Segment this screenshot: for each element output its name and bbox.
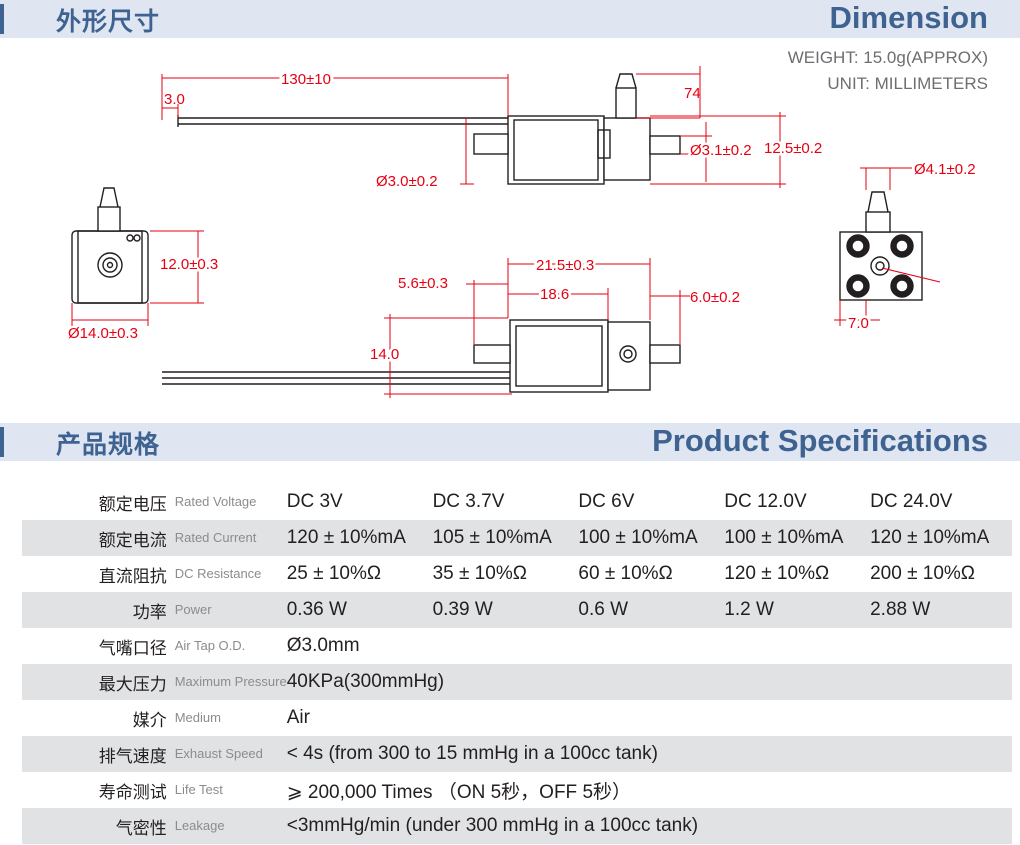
spec-label-en: Leakage xyxy=(174,818,225,833)
spec-label-cn: 直流阻抗 xyxy=(98,566,167,587)
dim-31: Ø3.1±0.2 xyxy=(690,142,752,159)
spec-label-cn: 额定电压 xyxy=(98,494,167,515)
dim-74: 74 xyxy=(684,85,701,102)
dim-60: 6.0±0.2 xyxy=(690,289,740,306)
specs-table: 额定电压 Rated Voltage DC 3V DC 3.7V DC 6V DC… xyxy=(22,484,1012,844)
dimension-drawing: 130±10 3.0 74 Ø3.1±0.2 12.5±0.2 Ø3.0±0.2… xyxy=(68,66,976,398)
dim-12: 12.0±0.3 xyxy=(160,256,218,273)
dim-14: Ø14.0±0.3 xyxy=(68,325,138,342)
spec-label-en: Medium xyxy=(174,710,221,725)
dim-215: 21.5±0.3 xyxy=(536,257,594,274)
side-view-drawing xyxy=(177,73,681,185)
spec-label-cn: 气密性 xyxy=(115,818,167,839)
spec-value: <3mmHg/min (under 300 mmHg in a 100cc ta… xyxy=(282,808,1012,844)
spec-row-air-tap: 气嘴口径 Air Tap O.D. Ø3.0mm xyxy=(22,628,1012,664)
spec-label-cn: 最大压力 xyxy=(98,674,167,695)
spec-value: 1.2 W xyxy=(720,592,867,628)
end-view-drawing xyxy=(71,187,149,304)
spec-label-cn: 气嘴口径 xyxy=(98,638,167,659)
banner-accent-bar xyxy=(0,427,4,457)
spec-value: DC 3.7V xyxy=(432,491,505,512)
spec-row-life-test: 寿命测试 Life Test ⩾ 200,000 Times （ON 5秒，OFF… xyxy=(22,772,1012,808)
spec-value: Air xyxy=(286,707,310,728)
specs-title-en: Product Specifications xyxy=(652,423,988,458)
dim-125: 12.5±0.2 xyxy=(764,140,822,157)
spec-row-power: 功率 Power 0.36 W 0.39 W 0.6 W 1.2 W 2.88 W xyxy=(22,592,1012,628)
spec-value: 100 ± 10%mA xyxy=(574,520,721,556)
spec-value: Ø3.0mm xyxy=(286,635,360,656)
front-view-drawing xyxy=(839,191,923,301)
weight-label: WEIGHT: 15.0g(APPROX) xyxy=(787,48,988,67)
spec-label-en: Exhaust Speed xyxy=(174,746,263,761)
dim-3: 3.0 xyxy=(164,91,185,108)
spec-value: 0.39 W xyxy=(428,592,575,628)
dimension-banner: 外形尺寸 Dimension xyxy=(0,0,1020,38)
spec-label-en: Air Tap O.D. xyxy=(174,638,246,653)
unit-label: UNIT: MILLIMETERS xyxy=(827,74,988,93)
spec-value: 0.6 W xyxy=(574,592,721,628)
spec-value: 25 ± 10%Ω xyxy=(286,563,382,584)
spec-label-en: Maximum Pressure xyxy=(174,674,287,689)
spec-value: DC 6V xyxy=(578,491,635,512)
spec-label-cn: 排气速度 xyxy=(98,746,167,767)
dim-30: Ø3.0±0.2 xyxy=(376,173,438,190)
spec-label-en: Life Test xyxy=(174,782,223,797)
spec-value: 2.88 W xyxy=(866,592,1012,628)
spec-value: 60 ± 10%Ω xyxy=(578,563,673,584)
spec-label-en: Rated Voltage xyxy=(174,494,257,509)
dim-186: 18.6 xyxy=(540,286,569,303)
spec-row-max-pressure: 最大压力 Maximum Pressure 40KPa(300mmHg) xyxy=(22,664,1012,700)
spec-label-en: DC Resistance xyxy=(174,566,262,581)
specs-title-cn: 产品规格 xyxy=(56,430,161,459)
dim-130: 130±10 xyxy=(281,71,331,88)
spec-value: < 4s (from 300 to 15 mmHg in a 100cc tan… xyxy=(282,736,1012,772)
dim-56: 5.6±0.3 xyxy=(398,275,448,292)
spec-value: 35 ± 10%Ω xyxy=(432,563,527,584)
spec-value: 120 ± 10%Ω xyxy=(724,563,830,584)
spec-value: 105 ± 10%mA xyxy=(428,520,575,556)
banner-accent-bar xyxy=(0,4,4,34)
dim-41: Ø4.1±0.2 xyxy=(914,161,976,178)
spec-value: DC 12.0V xyxy=(724,491,807,512)
spec-label-cn: 额定电流 xyxy=(98,530,167,551)
dim-140: 14.0 xyxy=(370,346,399,363)
spec-value: ⩾ 200,000 Times （ON 5秒，OFF 5秒） xyxy=(286,781,632,803)
spec-label-en: Rated Current xyxy=(174,530,257,545)
spec-label-cn: 功率 xyxy=(132,602,167,623)
spec-row-dc-resistance: 直流阻抗 DC Resistance 25 ± 10%Ω 35 ± 10%Ω 60… xyxy=(22,556,1012,592)
spec-value: 0.36 W xyxy=(282,592,429,628)
spec-label-cn: 媒介 xyxy=(132,710,167,731)
spec-row-rated-voltage: 额定电压 Rated Voltage DC 3V DC 3.7V DC 6V DC… xyxy=(22,484,1012,520)
spec-row-leakage: 气密性 Leakage <3mmHg/min (under 300 mmHg in… xyxy=(22,808,1012,844)
spec-value: 200 ± 10%Ω xyxy=(870,563,976,584)
spec-value: 100 ± 10%mA xyxy=(720,520,867,556)
spec-value: 120 ± 10%mA xyxy=(866,520,1012,556)
spec-value: DC 24.0V xyxy=(870,491,953,512)
spec-row-medium: 媒介 Medium Air xyxy=(22,700,1012,736)
spec-label-en: Power xyxy=(174,602,212,617)
top-view-drawing xyxy=(162,319,681,393)
dimension-title-en: Dimension xyxy=(829,0,988,35)
spec-value: DC 3V xyxy=(286,491,343,512)
spec-label-cn: 寿命测试 xyxy=(98,782,167,803)
spec-row-rated-current: 额定电流 Rated Current 120 ± 10%mA 105 ± 10%m… xyxy=(22,520,1012,556)
spec-value: 120 ± 10%mA xyxy=(282,520,429,556)
spec-row-exhaust-speed: 排气速度 Exhaust Speed < 4s (from 300 to 15 m… xyxy=(22,736,1012,772)
specs-banner: 产品规格 Product Specifications xyxy=(0,423,1020,461)
dim-70: 7.0 xyxy=(848,315,869,332)
dimension-title-cn: 外形尺寸 xyxy=(56,7,161,36)
spec-value: 40KPa(300mmHg) xyxy=(282,664,1012,700)
